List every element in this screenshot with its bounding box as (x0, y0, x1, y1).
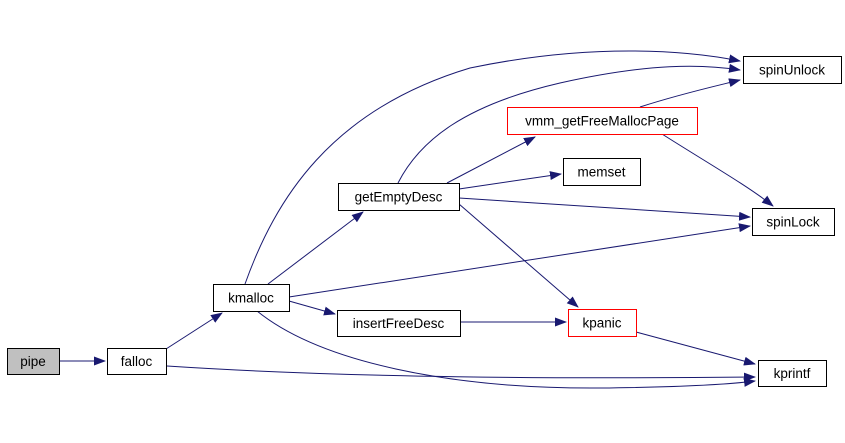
node-label-spinUnlock: spinUnlock (759, 63, 825, 78)
node-getEmptyDesc[interactable]: getEmptyDesc (338, 183, 460, 211)
node-label-getEmptyDesc: getEmptyDesc (355, 190, 443, 205)
node-label-kmalloc: kmalloc (228, 291, 274, 306)
node-label-vmm_getFreeMallocPage: vmm_getFreeMallocPage (525, 114, 679, 129)
node-box-vmm_getFreeMallocPage[interactable] (507, 107, 698, 135)
edge-getEmptyDesc-to-kpanic (458, 203, 579, 308)
node-box-kmalloc[interactable] (213, 284, 290, 312)
node-label-kpanic: kpanic (582, 316, 621, 331)
edge-falloc-to-kmalloc (165, 312, 223, 350)
edge-getEmptyDesc-to-vmm_getFreeMallocPage (446, 136, 536, 184)
node-box-getEmptyDesc[interactable] (338, 183, 460, 211)
node-kprintf[interactable]: kprintf (758, 360, 827, 387)
node-label-pipe: pipe (20, 354, 46, 369)
node-box-kprintf[interactable] (758, 360, 827, 387)
node-box-pipe (7, 348, 60, 375)
node-memset[interactable]: memset (563, 158, 641, 186)
nodes-layer: pipe falloc kmalloc insertFreeDesc getEmptyD… (7, 56, 842, 387)
node-box-kpanic[interactable] (568, 309, 637, 337)
node-label-kprintf: kprintf (774, 366, 811, 381)
edges-layer (59, 50, 774, 389)
node-box-insertFreeDesc[interactable] (337, 310, 461, 337)
edge-kmalloc-to-spinUnlock (244, 50, 741, 285)
node-spinLock[interactable]: spinLock (752, 208, 835, 236)
edge-vmm_getFreeMallocPage-to-spinUnlock (639, 78, 741, 108)
node-label-spinLock: spinLock (766, 215, 820, 230)
node-pipe: pipe (7, 348, 60, 375)
edge-kmalloc-to-insertFreeDesc (288, 300, 336, 316)
edge-kpanic-to-kprintf (635, 331, 756, 366)
node-kpanic[interactable]: kpanic (568, 309, 637, 337)
node-label-insertFreeDesc: insertFreeDesc (353, 316, 445, 331)
node-box-spinLock[interactable] (752, 208, 835, 236)
node-box-falloc[interactable] (107, 348, 167, 375)
node-falloc[interactable]: falloc (107, 348, 167, 375)
edge-kmalloc-to-spinLock (288, 223, 751, 298)
node-kmalloc[interactable]: kmalloc (213, 284, 290, 312)
node-vmm_getFreeMallocPage[interactable]: vmm_getFreeMallocPage (507, 107, 698, 135)
node-label-memset: memset (577, 165, 625, 180)
edge-getEmptyDesc-to-spinLock (458, 197, 751, 221)
node-label-falloc: falloc (121, 354, 153, 369)
edge-getEmptyDesc-to-memset (458, 171, 562, 190)
node-spinUnlock[interactable]: spinUnlock (743, 56, 842, 84)
edge-falloc-to-kprintf (166, 365, 756, 382)
node-box-spinUnlock[interactable] (743, 56, 842, 84)
node-box-memset[interactable] (563, 158, 641, 186)
edge-getEmptyDesc-to-spinUnlock (397, 63, 741, 184)
edge-kmalloc-to-getEmptyDesc (267, 211, 364, 285)
edge-kmalloc-to-kprintf (256, 310, 756, 389)
node-insertFreeDesc[interactable]: insertFreeDesc (337, 310, 461, 337)
edge-vmm_getFreeMallocPage-to-spinLock (661, 133, 774, 207)
